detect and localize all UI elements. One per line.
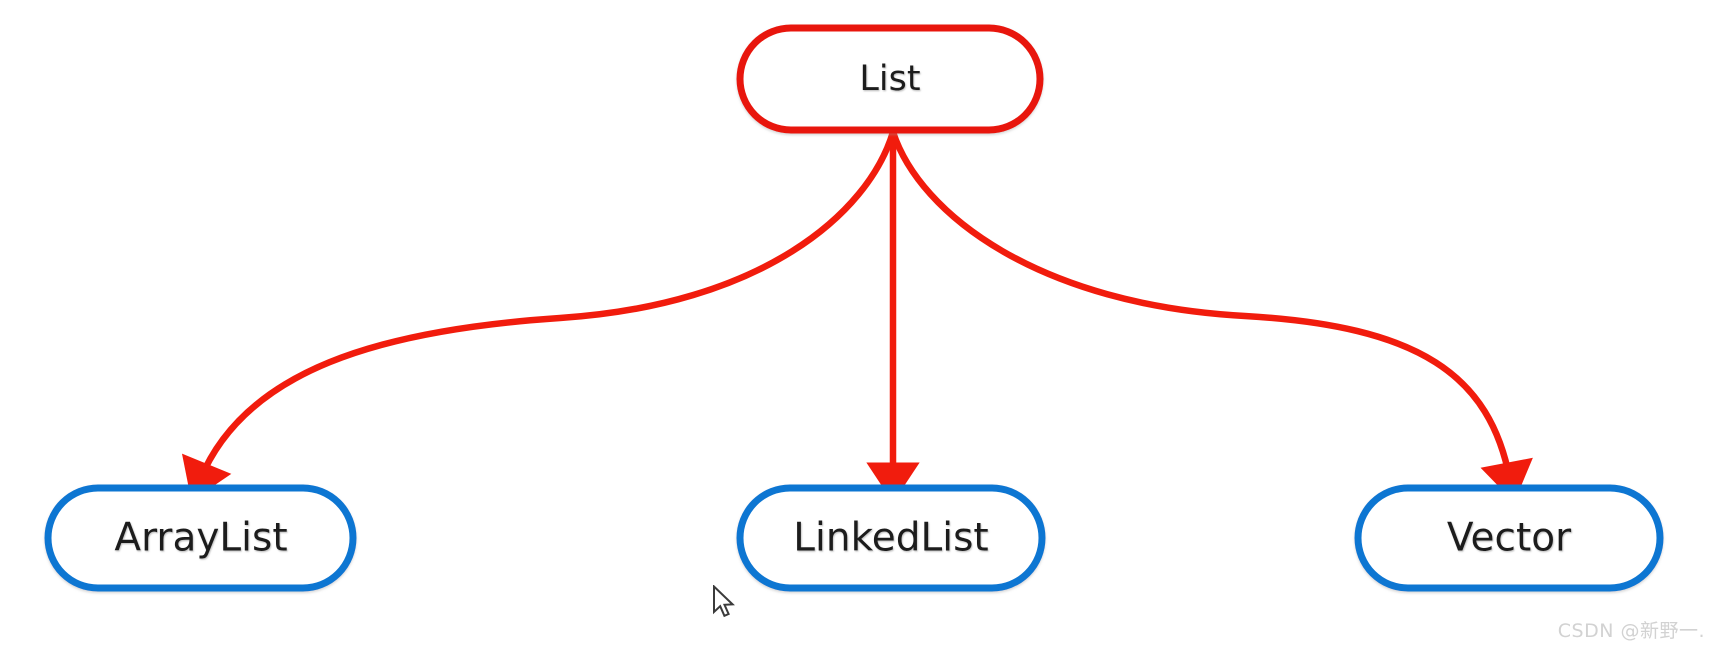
node-arraylist[interactable]: ArrayList xyxy=(44,484,357,592)
node-vector[interactable]: Vector xyxy=(1354,484,1664,592)
edge-group xyxy=(182,128,1533,503)
node-list-label: List xyxy=(859,59,920,99)
node-arraylist-label: ArrayList xyxy=(114,516,287,561)
node-list-box[interactable] xyxy=(736,24,1044,134)
node-vector-box[interactable] xyxy=(1354,484,1664,592)
node-linkedlist-box[interactable] xyxy=(736,484,1046,592)
edge-list-to-vector xyxy=(889,128,1533,503)
node-vector-label: Vector xyxy=(1447,516,1572,561)
node-linkedlist-label: LinkedList xyxy=(793,516,988,561)
csdn-watermark: CSDN @新野一. xyxy=(1557,620,1705,642)
node-arraylist-box[interactable] xyxy=(44,484,357,592)
node-linkedlist[interactable]: LinkedList xyxy=(736,484,1046,592)
node-list[interactable]: List xyxy=(736,24,1044,134)
edge-list-to-arraylist xyxy=(182,128,897,502)
